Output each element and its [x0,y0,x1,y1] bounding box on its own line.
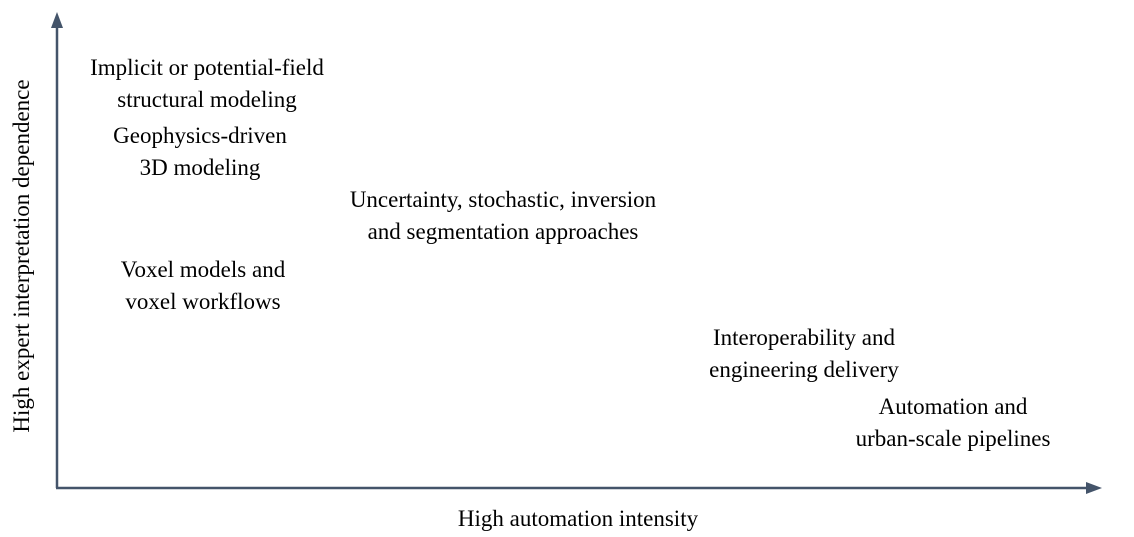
label-line: Implicit or potential-field [90,55,324,80]
label-geophysics-driven-modeling: Geophysics-driven 3D modeling [90,120,310,184]
label-line: Interoperability and [712,325,895,350]
x-axis-title: High automation intensity [457,506,699,531]
label-line: engineering delivery [709,357,899,382]
label-line: structural modeling [117,87,297,112]
label-line: and segmentation approaches [367,219,639,244]
label-line: Uncertainty, stochastic, inversion [349,187,657,212]
label-line: voxel workflows [125,289,281,314]
label-voxel-models-workflows: Voxel models and voxel workflows [93,254,313,318]
label-line: urban-scale pipelines [855,426,1051,451]
y-axis-arrowhead [51,12,63,28]
label-interoperability-engineering-delivery: Interoperability and engineering deliver… [690,322,918,386]
label-line: 3D modeling [139,155,261,180]
x-axis-arrowhead [1086,482,1102,494]
label-automation-urban-pipelines: Automation and urban-scale pipelines [833,391,1073,455]
label-line: Automation and [878,394,1028,419]
label-uncertainty-stochastic-approaches: Uncertainty, stochastic, inversion and s… [318,184,688,248]
y-axis-title: High expert interpretation dependence [9,79,34,433]
label-implicit-structural-modeling: Implicit or potential-field structural m… [72,52,342,116]
label-line: Voxel models and [120,257,286,282]
label-line: Geophysics-driven [113,123,287,148]
